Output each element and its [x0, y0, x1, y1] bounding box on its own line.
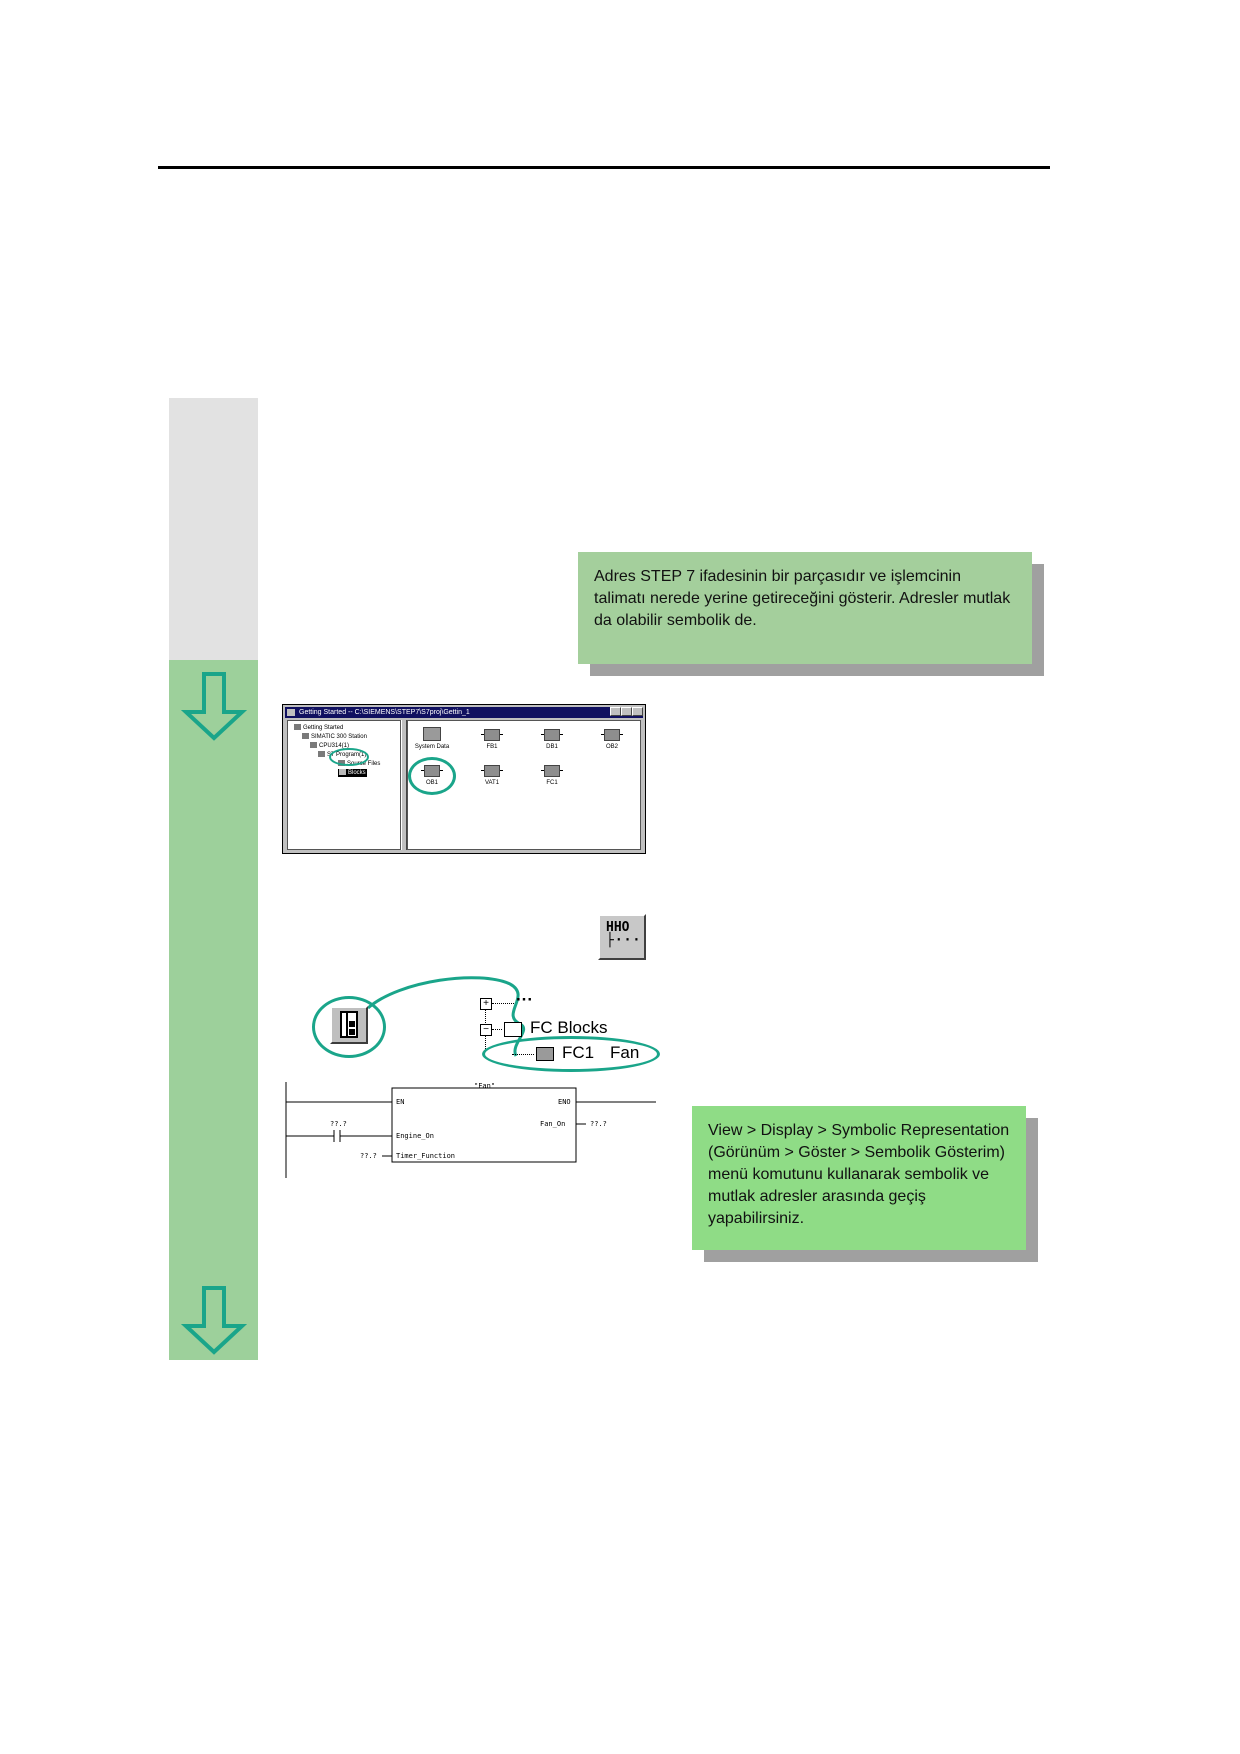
- fbd-contact-address: ??.?: [330, 1120, 347, 1128]
- blocks-icon: [340, 1011, 358, 1038]
- blocks-pane: System Data FB1 DB1 OB2 OB1 VAT1 FC1: [407, 720, 641, 850]
- step-strip-green: [169, 660, 258, 1360]
- tree-ellipsis: ···: [516, 990, 533, 1009]
- ob1-highlight: [408, 757, 456, 795]
- block-icon: [601, 729, 623, 741]
- fbd-en-pin: EN: [396, 1098, 405, 1106]
- window-title: Getting Started -- C:\SIEMENS\STEP7\S7pr…: [299, 709, 470, 716]
- block-fb1[interactable]: FB1: [472, 729, 512, 751]
- block-system-data[interactable]: System Data: [412, 727, 452, 751]
- header-rule: [158, 166, 1050, 169]
- block-icon: [541, 765, 563, 777]
- station-icon: [302, 733, 309, 740]
- fbd-out-pin: Fan_On: [540, 1120, 566, 1128]
- minimize-icon[interactable]: [610, 707, 621, 716]
- app-icon: [287, 709, 295, 716]
- block-icon: [541, 729, 563, 741]
- expand-icon[interactable]: +: [480, 998, 492, 1010]
- tree-item-cpu[interactable]: CPU314(1): [310, 742, 349, 750]
- fc1-highlight: [482, 1036, 660, 1072]
- step-strip-grey: [169, 398, 258, 660]
- block-fc1[interactable]: FC1: [532, 765, 572, 787]
- symbolic-toggle-button[interactable]: HHO ├···: [598, 914, 646, 960]
- fc-blocks-folder[interactable]: FC Blocks: [530, 1018, 608, 1037]
- callout-connector: [360, 970, 540, 1065]
- close-icon[interactable]: [632, 707, 643, 716]
- block-icon: [481, 729, 503, 741]
- project-tree: Getting Started SIMATIC 300 Station CPU3…: [287, 720, 401, 850]
- view-menu-note: View > Display > Symbolic Representation…: [692, 1106, 1026, 1250]
- block-db1[interactable]: DB1: [532, 729, 572, 751]
- blocks-toolbar-button[interactable]: [330, 1006, 368, 1044]
- window-title-bar: Getting Started -- C:\SIEMENS\STEP7\S7pr…: [285, 707, 643, 718]
- block-vat1[interactable]: VAT1: [472, 765, 512, 787]
- simatic-manager-window: Getting Started -- C:\SIEMENS\STEP7\S7pr…: [282, 704, 646, 854]
- block-icon-highlight: [312, 996, 386, 1058]
- fbd-in-address-2: ??.?: [360, 1152, 377, 1160]
- block-ob2[interactable]: OB2: [592, 729, 632, 751]
- fbd-in-pin-1: Engine_On: [396, 1132, 434, 1140]
- fbd-block-name: "Fan": [474, 1082, 496, 1090]
- down-arrow-icon: [180, 672, 248, 742]
- folder-icon: [504, 1022, 522, 1037]
- down-arrow-icon: [180, 1286, 248, 1356]
- tree-item-blocks[interactable]: Blocks: [338, 769, 367, 777]
- folder-icon: [339, 769, 346, 776]
- fbd-out-address: ??.?: [590, 1120, 607, 1128]
- blocks-highlight: [329, 748, 369, 766]
- tree-item-project[interactable]: Getting Started: [294, 724, 343, 732]
- tree-item-station[interactable]: SIMATIC 300 Station: [302, 733, 367, 741]
- block-icon: [481, 765, 503, 777]
- fbd-in-pin-2: Timer_Function: [396, 1152, 456, 1160]
- program-icon: [318, 751, 325, 758]
- cpu-icon: [310, 742, 317, 749]
- collapse-icon[interactable]: −: [480, 1024, 492, 1036]
- project-icon: [294, 724, 301, 731]
- fbd-network: "Fan" EN ENO ??.? Engine_On Fan_On ??.? …: [284, 1082, 656, 1178]
- address-note: Adres STEP 7 ifadesinin bir parçasıdır v…: [578, 552, 1032, 664]
- symbolic-representation-icon: HHO ├···: [606, 920, 642, 948]
- pane-splitter[interactable]: [401, 720, 407, 850]
- maximize-icon[interactable]: [621, 707, 632, 716]
- fbd-eno-pin: ENO: [558, 1098, 571, 1106]
- folder-icon: [423, 727, 441, 741]
